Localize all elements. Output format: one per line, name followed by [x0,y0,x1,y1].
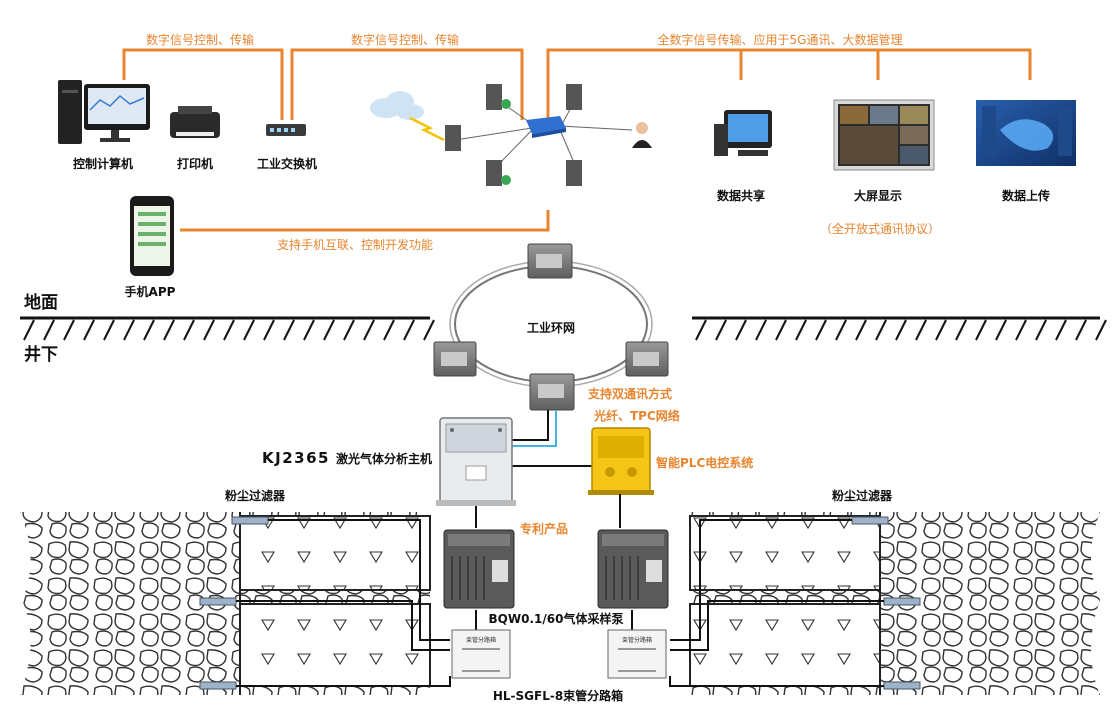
ring-network-label: 工业环网 [527,320,575,335]
ground-hatch [795,319,807,341]
splitter-box-icon: 束管分路箱 [607,629,667,679]
pump-label: BQW0.1/60气体采样泵 [489,611,624,626]
sampling-pump-icon [597,529,669,609]
ground-hatch [223,319,235,341]
ground-hatch [815,319,827,341]
data-sharing-label: 数据共享 [717,188,765,203]
big-screen-label: 大屏显示 [854,188,902,203]
ground-hatch [695,319,707,341]
ground-hatch [855,319,867,341]
ground-hatch [303,319,315,341]
cloud-icon [370,91,424,120]
ground-hatch [975,319,987,341]
link-label-right: 全数字信号传输、应用于5G通讯、大数据管理 [658,32,903,47]
ground-hatch [875,319,887,341]
ground-hatch [203,319,215,341]
big-screen-icon [833,99,935,171]
ground-hatch [363,319,375,341]
ground-hatch [163,319,175,341]
ring-node-icon [433,341,477,377]
control-computer-label: 控制计算机 [73,156,133,171]
ring-node-icon [527,243,573,279]
ground-hatch [895,319,907,341]
ground-hatch [1035,319,1047,341]
ground-hatch [715,319,727,341]
open-protocol-label: （全开放式通讯协议） [820,221,940,236]
dust-filter-left-label: 粉尘过滤器 [225,488,286,503]
desktop-computer-icon [58,80,150,144]
mobile-link-label: 支持手机互联、控制开发功能 [277,237,433,252]
data-upload-label: 数据上传 [1002,188,1050,203]
ground-hatch [23,319,35,341]
server-icon [445,84,582,186]
tube-box-label: HL-SGFL-8束管分路箱 [493,688,623,703]
ground-hatch [123,319,135,341]
mobile-app-label: 手机APP [125,284,176,299]
data-dashboard-icon [976,100,1076,166]
filter-icon [199,516,921,690]
ground-hatch [423,319,435,341]
printer-label: 打印机 [177,156,213,171]
ground-hatch [43,319,55,341]
ground-hatch [323,319,335,341]
ring-network [433,243,669,411]
ground-hatch [403,319,415,341]
plc-system-label: 智能PLC电控系统 [655,455,753,470]
dual-comm-label-2: 光纤、TPC网络 [593,408,680,423]
ground-line [20,316,1107,341]
network-cluster [370,84,652,186]
ground-hatch [283,319,295,341]
host-model-label: KJ2365 [262,449,330,467]
ground-hatch [1095,319,1107,341]
ground-hatch [1075,319,1087,341]
link-label-mid: 数字信号控制、传输 [351,32,459,47]
tube-lines [236,494,884,687]
ground-hatch [1015,319,1027,341]
ground-hatch [995,319,1007,341]
ground-hatch [263,319,275,341]
ground-hatch [63,319,75,341]
industrial-switch-label: 工业交换机 [257,156,317,171]
goaf-left [20,512,431,695]
ground-hatch [735,319,747,341]
ground-hatch [83,319,95,341]
ground-hatch [243,319,255,341]
splitter-box-plate-left: 束管分路箱 [466,636,496,644]
patent-label: 专利产品 [520,521,568,536]
ring-node-icon [529,373,575,411]
sampling-pump-icon [443,529,515,609]
smartphone-icon [130,196,174,276]
ground-hatch [343,319,355,341]
underground-label: 井下 [24,344,58,365]
splitter-box-plate-right: 束管分路箱 [622,636,652,644]
ground-hatch [383,319,395,341]
ground-hatch [103,319,115,341]
ground-hatch [775,319,787,341]
ground-label: 地面 [24,292,58,313]
dust-filter-right-label: 粉尘过滤器 [832,488,893,503]
analyzer-host-icon [436,417,516,506]
switch-icon [266,124,306,136]
plc-cabinet-icon [588,427,654,495]
monitor-icon [714,110,772,156]
ground-hatch [835,319,847,341]
orange-links [122,48,1032,232]
ground-hatch [915,319,927,341]
splitter-box-icon: 束管分路箱 [451,629,511,679]
dual-comm-label-1: 支持双通讯方式 [587,386,672,401]
user-icon [632,122,652,148]
ground-hatch [183,319,195,341]
router-icon [526,116,566,138]
ground-hatch [1055,319,1067,341]
link-label-left: 数字信号控制、传输 [146,32,254,47]
host-name-label: 激光气体分析主机 [336,451,432,466]
ring-node-icon [625,341,669,377]
ground-hatch [935,319,947,341]
ground-hatch [955,319,967,341]
ground-hatch [143,319,155,341]
printer-icon [170,106,220,138]
ground-hatch [755,319,767,341]
